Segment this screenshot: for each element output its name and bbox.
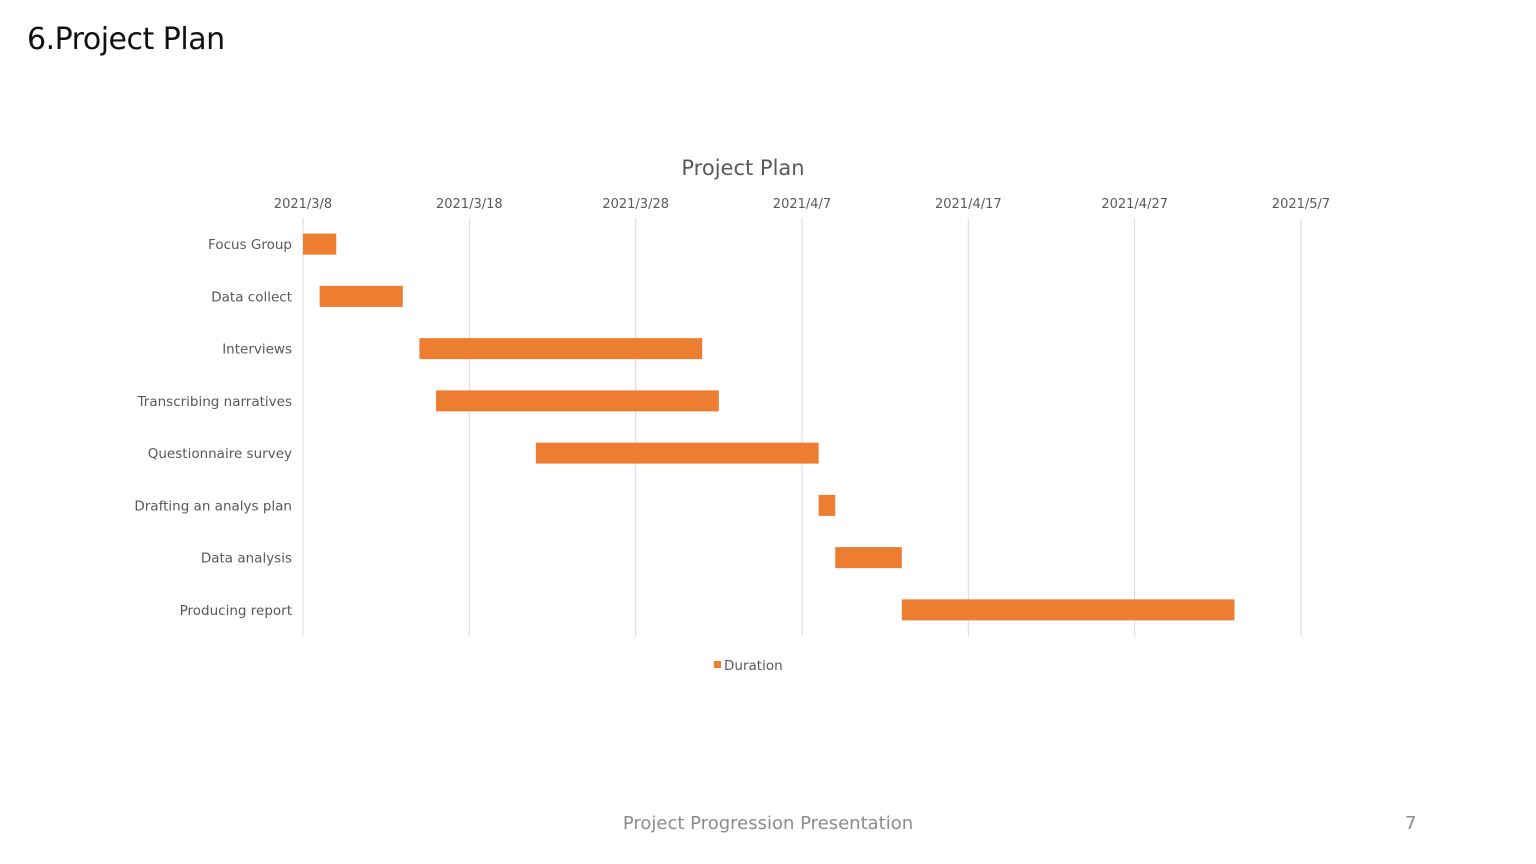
category-label: Transcribing narratives — [137, 394, 292, 410]
start-offset-segment — [304, 285, 320, 308]
category-label: Data analysis — [201, 551, 292, 567]
start-offset-segment — [304, 337, 419, 360]
chart-title: Project Plan — [681, 156, 804, 180]
bars — [303, 233, 1235, 621]
legend: Duration — [714, 658, 783, 674]
x-tick-label: 2021/4/7 — [773, 197, 831, 212]
category-label: Focus Group — [208, 237, 292, 253]
gridlines — [302, 218, 1302, 636]
x-tick-label: 2021/4/27 — [1101, 197, 1168, 212]
slide-title: 6.Project Plan — [27, 22, 225, 57]
category-label: Questionnaire survey — [148, 446, 292, 462]
duration-bar — [319, 285, 403, 307]
duration-bar — [835, 547, 902, 569]
start-offset-segment — [304, 598, 902, 621]
start-offset-segment — [304, 546, 835, 569]
x-tick-label: 2021/3/18 — [436, 197, 503, 212]
x-tick-label: 2021/5/7 — [1272, 197, 1330, 212]
start-offset-segment — [304, 494, 819, 517]
duration-bar — [436, 390, 719, 412]
page-number: 7 — [1405, 813, 1417, 834]
x-tick-label: 2021/3/8 — [274, 197, 332, 212]
legend-swatch — [714, 661, 721, 668]
start-offset-segment — [304, 389, 436, 412]
duration-bar — [303, 233, 337, 255]
x-tick-label: 2021/4/17 — [935, 197, 1002, 212]
duration-bar — [535, 442, 819, 464]
category-label: Interviews — [222, 342, 292, 358]
x-tick-label: 2021/3/28 — [602, 197, 669, 212]
category-label: Drafting an analys plan — [134, 498, 292, 514]
duration-bar — [419, 338, 703, 360]
start-offset-segment — [304, 442, 536, 465]
category-label: Data collect — [211, 289, 292, 305]
category-label: Producing report — [180, 603, 292, 619]
x-axis-ticks: 2021/3/8 2021/3/18 2021/3/28 2021/4/7 2021/4… — [274, 197, 1330, 212]
footer-text: Project Progression Presentation — [622, 813, 914, 834]
duration-bar — [901, 599, 1235, 621]
duration-bar — [818, 494, 836, 516]
legend-label-duration: Duration — [724, 658, 783, 674]
